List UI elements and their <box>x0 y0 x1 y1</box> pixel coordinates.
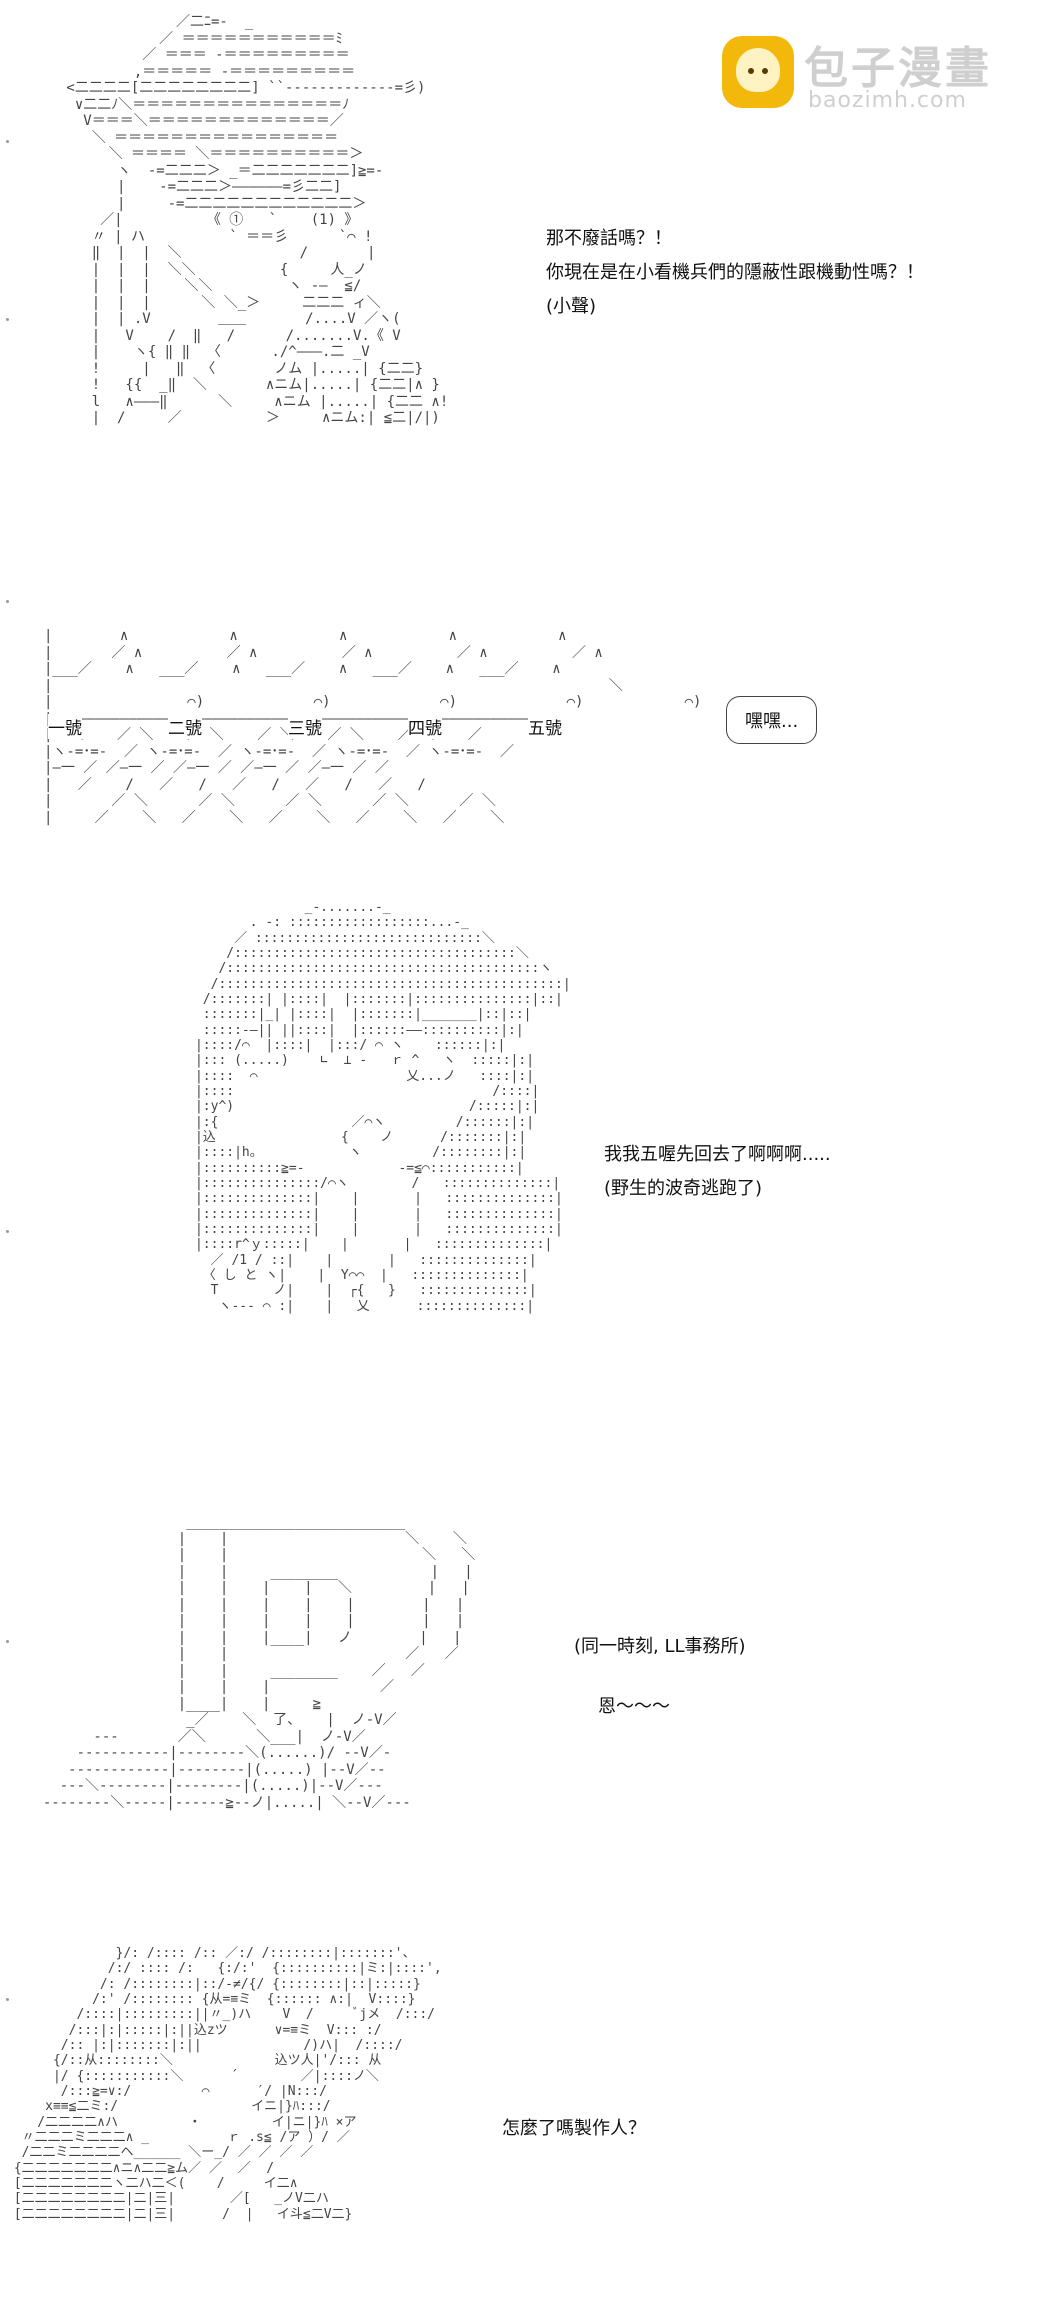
dialogue-line: (同一時刻, LL事務所) <box>574 1636 746 1657</box>
robot-label: 一號 <box>48 714 82 739</box>
dialogue-line: 我我五喔先回去了啊啊啊..... <box>604 1144 831 1165</box>
margin-dot <box>6 1998 9 2001</box>
robot-label: 五號 <box>528 714 562 739</box>
dialogue-line: (小聲) <box>546 296 597 318</box>
panel2-ascii-art: | ∧ ∧ ∧ ∧ ∧ | ／ ∧ ／ ∧ ／ ∧ ／ ∧ ／ ∧ |___／ … <box>44 628 702 826</box>
robot-label: 二號 <box>168 714 202 739</box>
margin-dot <box>6 1230 9 1233</box>
panel3-ascii-art: _-.......-_ . -: ::::::::::::::::::...-_… <box>194 900 571 1314</box>
panel5-ascii-art: }/: /:::: /:: ／:/ /::::::::|:::::::'、 /:… <box>13 1946 442 2222</box>
margin-dot <box>6 600 9 603</box>
dialogue-line: 怎麼了嗎製作人？ <box>502 2118 646 2139</box>
panel1-ascii-art: ／二ﾆ=- _ ／ ＝＝＝＝＝＝＝＝＝＝＝ﾐ ／ ＝＝＝ -＝＝＝＝＝＝＝＝＝ … <box>66 14 449 427</box>
watermark-url: baozimh.com <box>808 88 967 113</box>
dialogue-line: (野生的波奇逃跑了) <box>604 1178 763 1200</box>
panel1-dialogue: 那不廢話嗎？！ 你現在是在小看機兵們的隱蔽性跟機動性嗎？！ (小聲) <box>546 222 924 325</box>
bun-logo-icon <box>722 36 794 108</box>
margin-dot <box>6 1640 9 1643</box>
panel3-dialogue: 我我五喔先回去了啊啊啊..... (野生的波奇逃跑了) <box>604 1138 831 1206</box>
watermark-title: 包子漫畫 <box>804 43 992 94</box>
bun-face-icon <box>736 48 780 92</box>
dialogue-line: 恩～～～ <box>598 1696 670 1718</box>
bun-eye-icon <box>762 68 768 74</box>
watermark-logo[interactable]: 包子漫畫 baozimh.com <box>722 28 1022 118</box>
panel4-ascii-art: __________________________ | | ＼ ＼ | | ＼… <box>42 1514 476 1811</box>
dialogue-line: 那不廢話嗎？！ <box>546 228 672 249</box>
speech-bubble: 嘿嘿... <box>726 696 818 744</box>
margin-dot <box>6 318 9 321</box>
panel4-dialogue: (同一時刻, LL事務所) 恩～～～ <box>574 1630 746 1724</box>
bun-eye-icon <box>748 68 754 74</box>
robot-label: 三號 <box>288 714 322 739</box>
panel5-dialogue: 怎麼了嗎製作人？ <box>502 2112 646 2146</box>
robot-label: 四號 <box>408 714 442 739</box>
margin-dot <box>6 140 9 143</box>
dialogue-line: 你現在是在小看機兵們的隱蔽性跟機動性嗎？！ <box>546 262 924 284</box>
bubble-text: 嘿嘿... <box>745 711 799 732</box>
